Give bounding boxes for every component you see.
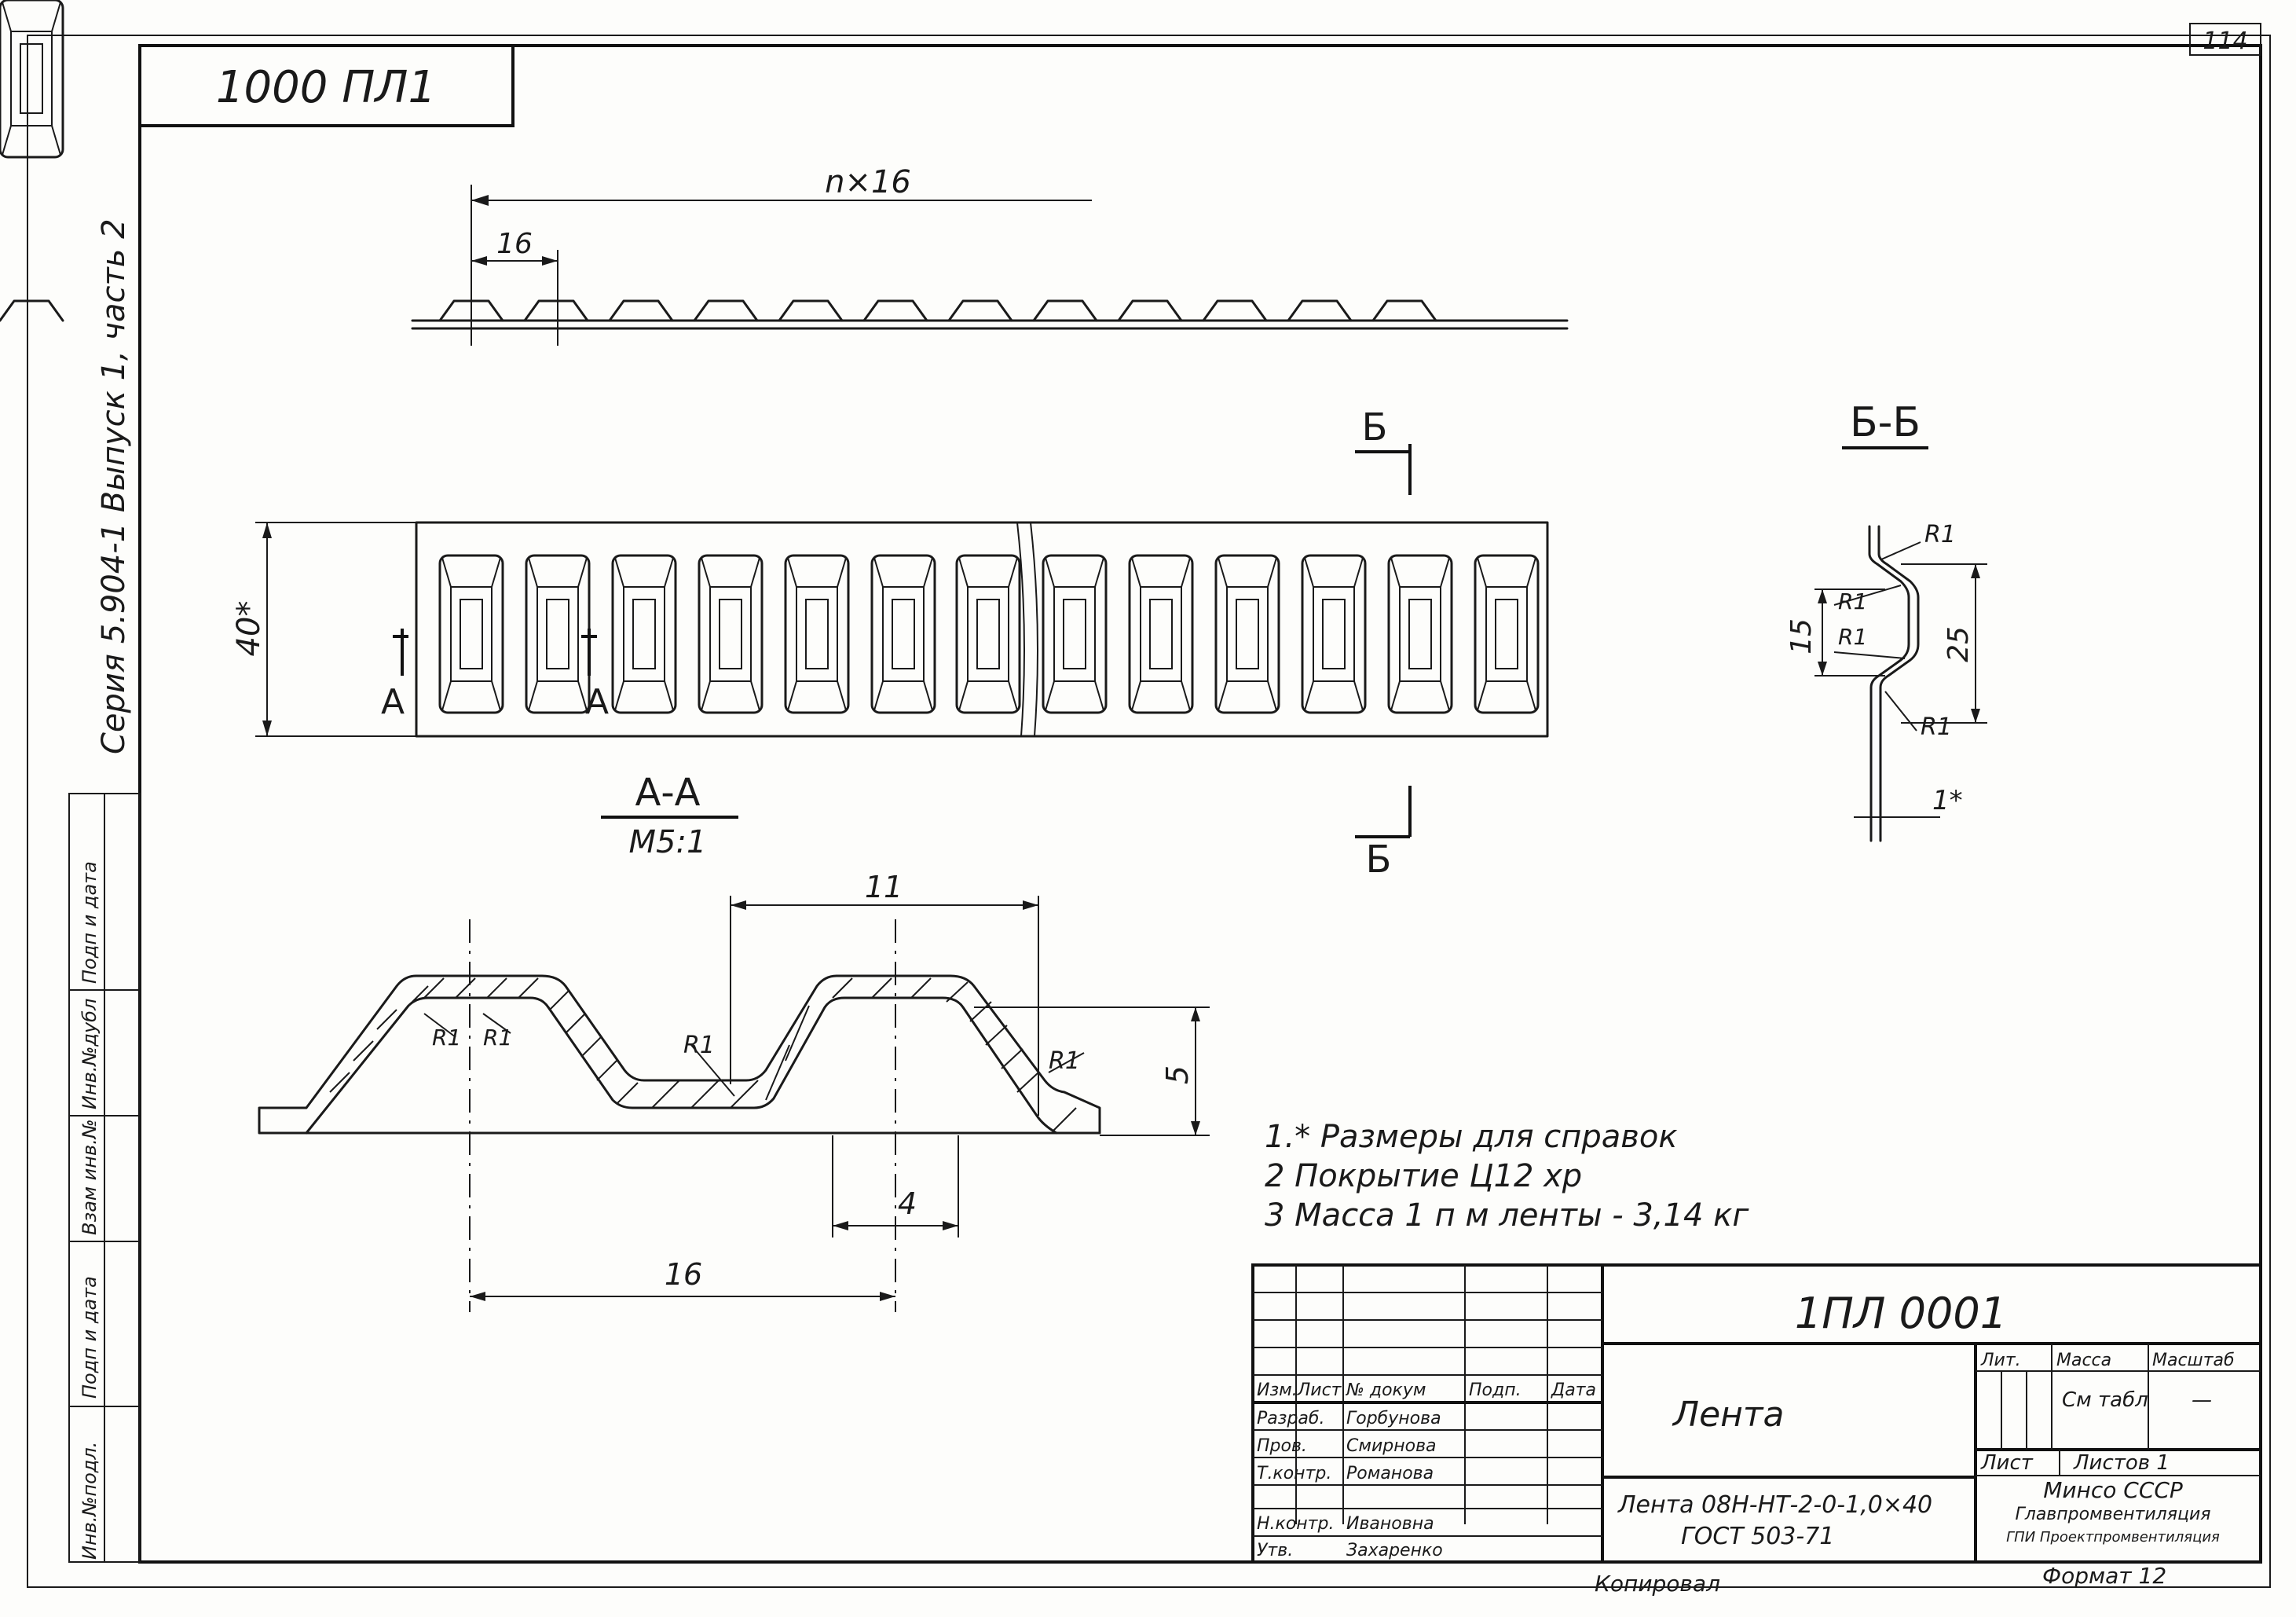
tb-sheet-label: Лист bbox=[1980, 1451, 2034, 1475]
tb-role-utv: Утв. bbox=[1257, 1541, 1293, 1560]
section-mark-a-left: А bbox=[381, 682, 405, 722]
tb-role-tkontr: Т.контр. bbox=[1257, 1464, 1331, 1483]
aa-outer-profile bbox=[258, 974, 1101, 1135]
tb-material-2: ГОСТ 503-71 bbox=[1681, 1523, 1834, 1550]
aa-dim-4: 4 bbox=[898, 1186, 917, 1221]
tb-header-sign: Подп. bbox=[1469, 1380, 1522, 1400]
tb-org-2: Главпромвентиляция bbox=[2016, 1505, 2211, 1524]
aa-dim-5: 5 bbox=[1160, 1065, 1195, 1084]
aa-r1: R1 bbox=[432, 1025, 461, 1050]
format-label: Формат 12 bbox=[2042, 1563, 2166, 1589]
tb-material-1: Лента 08Н-НТ-2-0-1,0×40 bbox=[1617, 1491, 1932, 1519]
section-mark-a-right: А bbox=[585, 682, 609, 722]
section-bb-title: Б-Б bbox=[1850, 399, 1921, 446]
copied-label: Копировал bbox=[1595, 1571, 1720, 1597]
title-block: Изм.Лист № докум Подп. Дата Разраб. Горб… bbox=[1251, 1263, 2262, 1564]
tb-name-prov: Смирнова bbox=[1346, 1436, 1437, 1456]
bb-r-mid1: R1 bbox=[1838, 588, 1867, 614]
page-number: 114 bbox=[2203, 28, 2247, 55]
bb-r-mid2: R1 bbox=[1838, 624, 1867, 650]
bb-dim-15: 15 bbox=[1785, 618, 1818, 654]
top-stamp-box bbox=[138, 44, 514, 127]
tb-scale-value: — bbox=[2192, 1388, 2212, 1412]
section-aa-title: А-А bbox=[635, 771, 701, 815]
section-aa: А-А М5:1 11 5 bbox=[258, 771, 1210, 1312]
note-1: 1.* Размеры для справок bbox=[1265, 1119, 1678, 1155]
series-label: Серия 5.904-1 Выпуск 1, часть 2 bbox=[96, 218, 132, 754]
tb-name-razrab: Горбунова bbox=[1346, 1409, 1441, 1428]
aa-r3: R1 bbox=[683, 1032, 715, 1059]
tb-header-doc: № докум bbox=[1346, 1380, 1426, 1400]
section-aa-scale: М5:1 bbox=[629, 824, 707, 860]
top-stamp: 1000 ПЛ1 bbox=[216, 62, 436, 113]
bb-dim-25: 25 bbox=[1943, 626, 1975, 662]
bb-dim-1: 1* bbox=[1932, 785, 1963, 816]
tb-org-1: Минсо СССР bbox=[2043, 1477, 2183, 1503]
note-2: 2 Покрытие Ц12 хр bbox=[1265, 1158, 1582, 1194]
dim-pitch-top: 16 bbox=[496, 228, 533, 260]
strip-label-podp-2: Подп и дата bbox=[79, 861, 101, 984]
tb-header-role: Изм.Лист bbox=[1257, 1380, 1342, 1400]
tb-header-date: Дата bbox=[1551, 1380, 1596, 1400]
notes: 1.* Размеры для справок 2 Покрытие Ц12 х… bbox=[1265, 1119, 1749, 1234]
cut-mark-b-top: Б bbox=[1362, 405, 1388, 449]
cut-mark-b-bottom: Б bbox=[1366, 838, 1392, 882]
tb-designation: 1ПЛ 0001 bbox=[1795, 1289, 2007, 1338]
tb-role-prov: Пров. bbox=[1257, 1436, 1307, 1456]
strip-label-inv-podl: Инв.№подл. bbox=[79, 1442, 101, 1560]
strip-label-podp-1: Подп и дата bbox=[79, 1276, 101, 1399]
strip-label-inv-dubl: Инв.№дубл bbox=[79, 999, 101, 1109]
tb-scale-header: Масштаб bbox=[2152, 1351, 2235, 1370]
left-approval-strip: Инв.№подл. Подп и дата Взам инв.№ Инв.№д… bbox=[68, 793, 141, 1563]
aa-r4: R1 bbox=[1049, 1047, 1080, 1075]
section-bb: Б-Б 15 25 1* R1 R1 R1 R1 bbox=[1785, 399, 1987, 842]
tb-mass-header: Масса bbox=[2056, 1351, 2111, 1370]
tb-mass-value: См табл bbox=[2062, 1388, 2148, 1412]
tb-name-nkontr: Ивановна bbox=[1346, 1514, 1434, 1534]
aa-inner-profile bbox=[305, 996, 1058, 1135]
tb-name-utv: Захаренко bbox=[1346, 1541, 1443, 1560]
tb-sheets-label: Листов 1 bbox=[2073, 1451, 2170, 1475]
tb-name-tkontr: Романова bbox=[1346, 1464, 1434, 1483]
tb-part-name: Лента bbox=[1672, 1395, 1785, 1435]
plan-view: 40* А А Б Б bbox=[0, 0, 1549, 882]
aa-dim-16: 16 bbox=[665, 1257, 702, 1292]
dim-total-length: n×16 bbox=[825, 164, 911, 200]
outer-trim-line bbox=[27, 35, 2271, 1588]
tb-lit-header: Лит. bbox=[1980, 1351, 2021, 1370]
bb-r-top: R1 bbox=[1924, 521, 1956, 548]
tb-role-nkontr: Н.контр. bbox=[1257, 1514, 1334, 1534]
strip-label-vzam-inv: Взам инв.№ bbox=[79, 1119, 101, 1235]
note-3: 3 Масса 1 п м ленты - 3,14 кг bbox=[1265, 1197, 1749, 1234]
bb-r-bottom: R1 bbox=[1921, 713, 1952, 741]
tb-role-razrab: Разраб. bbox=[1257, 1409, 1324, 1428]
tb-org-3: ГПИ Проектпромвентиляция bbox=[2006, 1529, 2220, 1546]
aa-r2: R1 bbox=[483, 1025, 512, 1050]
page-number-box bbox=[2189, 23, 2261, 56]
aa-dim-11: 11 bbox=[865, 870, 903, 904]
dim-width: 40* bbox=[231, 601, 267, 657]
profile-view: n×16 16 bbox=[0, 164, 1569, 346]
